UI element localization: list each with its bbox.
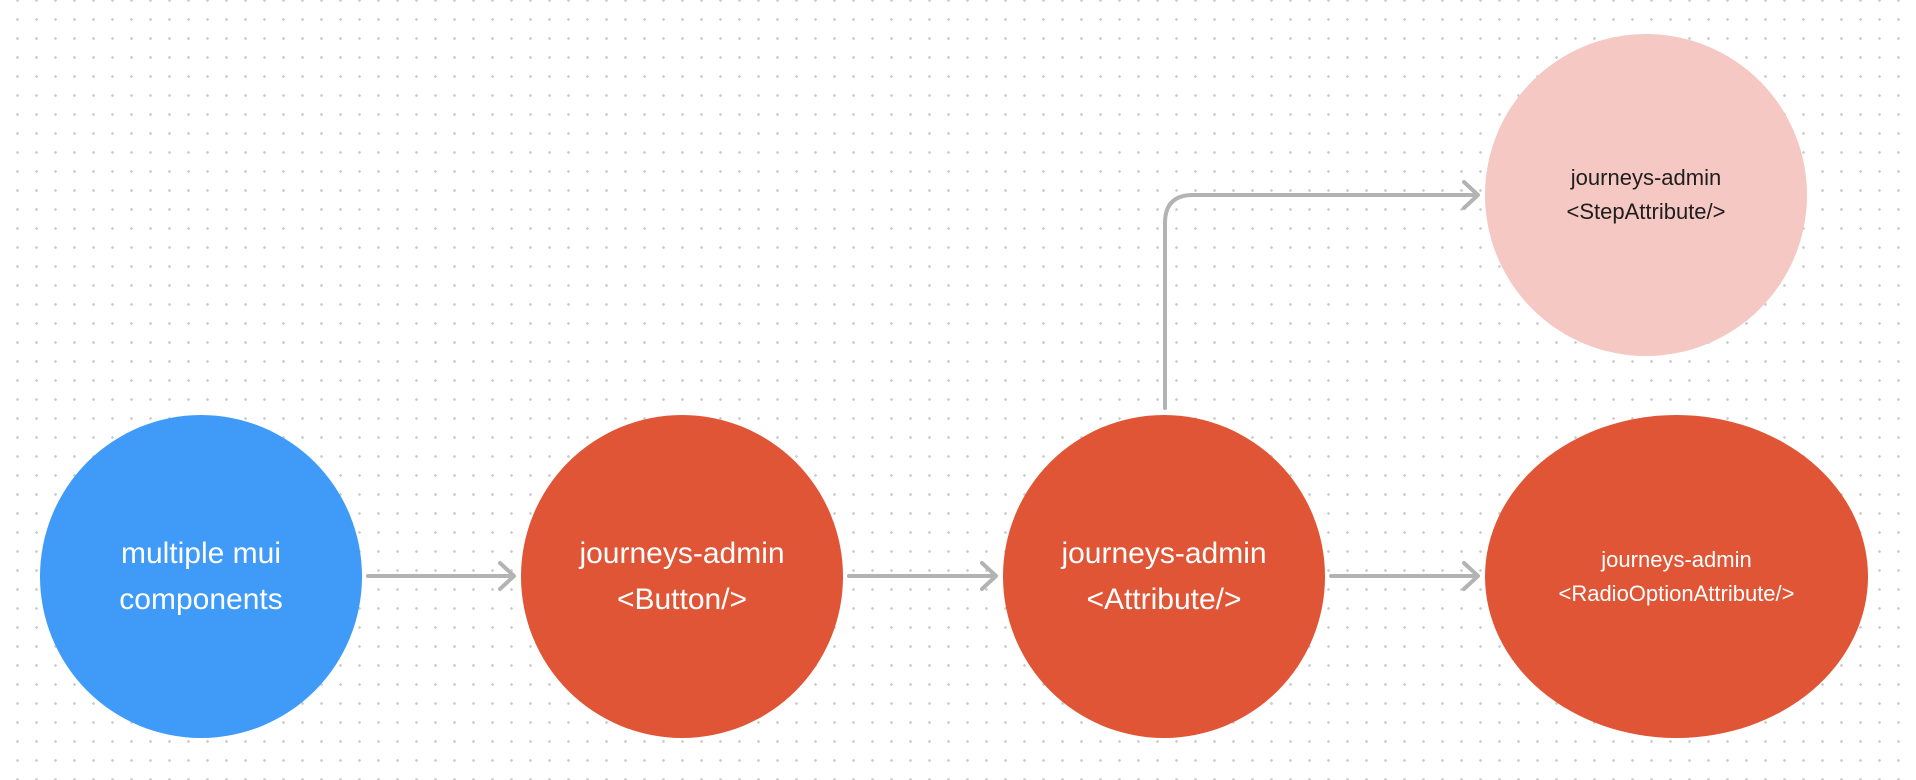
connector-button-to-attribute xyxy=(847,561,998,591)
node-label-line-2: <Attribute/> xyxy=(1086,582,1242,616)
connector-attribute-to-step xyxy=(1163,180,1480,410)
node-label-line-2: components xyxy=(119,582,283,616)
node-label-line-2: <Button/> xyxy=(616,582,748,616)
node-label-line-1: journeys-admin xyxy=(1601,546,1752,572)
node-label-line-1: journeys-admin xyxy=(1061,536,1267,570)
node-journeys-admin-button[interactable]: journeys-admin <Button/> xyxy=(521,415,843,738)
node-label-line-2: <RadioOptionAttribute/> xyxy=(1558,580,1795,606)
connector-mui-to-button xyxy=(366,561,516,591)
node-journeys-admin-radio-option-attribute[interactable]: journeys-admin <RadioOptionAttribute/> xyxy=(1485,415,1868,738)
node-label-line-1: journeys-admin xyxy=(579,536,785,570)
node-label-line-2: <StepAttribute/> xyxy=(1566,199,1726,224)
node-journeys-admin-attribute[interactable]: journeys-admin <Attribute/> xyxy=(1003,415,1325,738)
node-label-line-1: journeys-admin xyxy=(1570,165,1722,190)
node-multiple-mui-components[interactable]: multiple mui components xyxy=(40,415,362,738)
node-journeys-admin-step-attribute[interactable]: journeys-admin <StepAttribute/> xyxy=(1485,34,1807,356)
connector-attribute-to-radio xyxy=(1329,561,1480,591)
node-label-line-1: multiple mui xyxy=(120,536,282,570)
